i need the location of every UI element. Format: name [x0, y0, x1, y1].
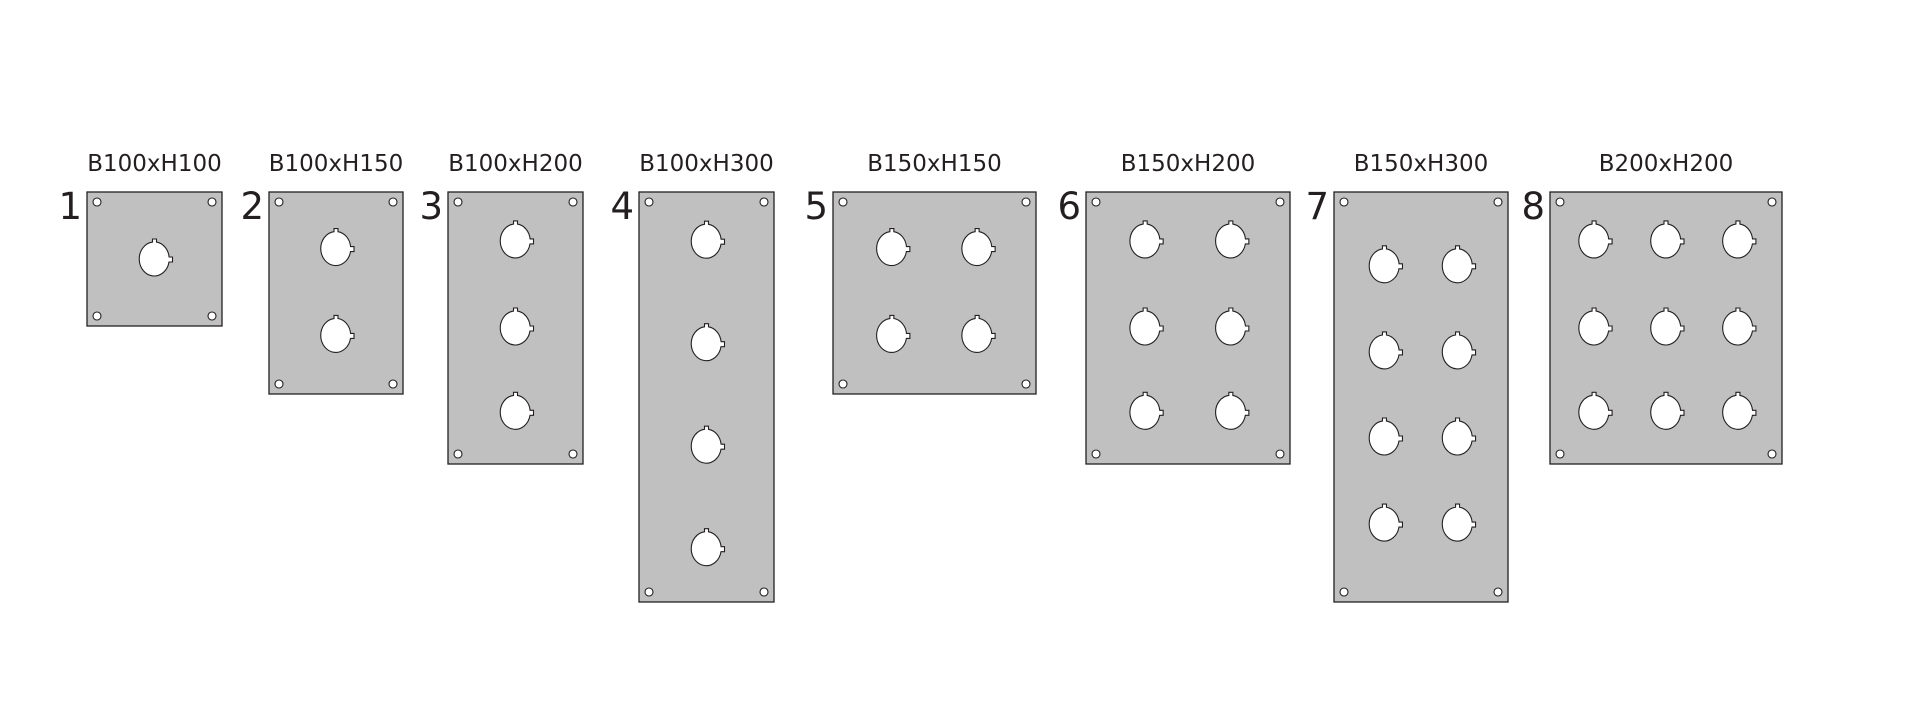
- button-cutout: [961, 228, 996, 267]
- mounting-hole: [759, 587, 769, 597]
- mounting-hole: [644, 197, 654, 207]
- button-cutout: [1129, 391, 1164, 430]
- button-cutout: [690, 425, 726, 464]
- button-cutout: [876, 228, 911, 267]
- panel-size-label: B100xH200: [448, 151, 583, 177]
- mounting-hole: [1091, 197, 1101, 207]
- mounting-hole: [1275, 197, 1285, 207]
- button-cutout: [1368, 503, 1404, 542]
- button-cutout: [499, 391, 535, 430]
- mounting-hole: [207, 197, 217, 207]
- button-cutout: [1215, 307, 1250, 346]
- button-cutout: [1441, 331, 1477, 370]
- mounting-hole: [453, 197, 463, 207]
- mounting-hole: [759, 197, 769, 207]
- panel-size-label: B100xH300: [639, 151, 774, 177]
- button-cutout: [320, 228, 355, 267]
- button-cutout: [690, 323, 726, 362]
- button-cutout: [1722, 307, 1757, 346]
- mounting-hole: [453, 449, 463, 459]
- panel-size-label: B200xH200: [1599, 151, 1734, 177]
- button-cutout: [876, 314, 911, 353]
- panel-number: 1: [58, 185, 82, 228]
- panel-7: B150xH300 7: [1305, 151, 1509, 603]
- mounting-hole: [568, 449, 578, 459]
- mounting-hole: [1091, 449, 1101, 459]
- panel-number: 7: [1305, 185, 1329, 228]
- mounting-hole: [1767, 197, 1777, 207]
- panel-number: 5: [804, 185, 828, 228]
- button-cutout: [1368, 331, 1404, 370]
- mounting-hole: [1555, 197, 1565, 207]
- mounting-hole: [92, 197, 102, 207]
- button-cutout: [690, 220, 726, 259]
- button-cutout: [1215, 391, 1250, 430]
- button-cutout: [1129, 220, 1164, 259]
- mounting-hole: [1339, 197, 1349, 207]
- button-cutout: [1368, 417, 1404, 456]
- mounting-hole: [1275, 449, 1285, 459]
- panel-size-label: B150xH150: [867, 151, 1002, 177]
- panel-size-label: B150xH300: [1354, 151, 1489, 177]
- panel-number: 8: [1521, 185, 1545, 228]
- button-cutout: [1368, 245, 1404, 284]
- button-cutout: [690, 528, 726, 567]
- panel-number: 4: [610, 185, 634, 228]
- button-cutout: [1722, 220, 1757, 259]
- button-cutout: [1722, 391, 1757, 430]
- mounting-hole: [1021, 379, 1031, 389]
- button-cutout: [499, 220, 535, 259]
- mounting-hole: [274, 197, 284, 207]
- mounting-hole: [1767, 449, 1777, 459]
- button-cutout: [1578, 307, 1613, 346]
- mounting-hole: [1493, 587, 1503, 597]
- panel-plate: [1085, 191, 1291, 465]
- button-cutout: [1578, 391, 1613, 430]
- button-cutout: [138, 238, 174, 277]
- mounting-hole: [388, 379, 398, 389]
- mounting-hole: [207, 311, 217, 321]
- button-cutout: [1441, 245, 1477, 284]
- panel-size-label: B150xH200: [1121, 151, 1256, 177]
- mounting-hole: [274, 379, 284, 389]
- panel-plate: [268, 191, 404, 395]
- mounting-hole: [838, 197, 848, 207]
- mounting-hole: [644, 587, 654, 597]
- button-cutout: [1650, 220, 1685, 259]
- button-cutout: [320, 314, 355, 353]
- button-cutout: [499, 307, 535, 346]
- mounting-hole: [1021, 197, 1031, 207]
- mounting-hole: [1339, 587, 1349, 597]
- panel-number: 6: [1057, 185, 1081, 228]
- mounting-hole: [838, 379, 848, 389]
- panel-plate: [832, 191, 1037, 395]
- mounting-hole: [1555, 449, 1565, 459]
- panel-size-label: B100xH100: [87, 151, 222, 177]
- panel-number: 2: [240, 185, 264, 228]
- panel-5: B150xH150 5: [804, 151, 1037, 395]
- panel-size-label: B100xH150: [269, 151, 404, 177]
- mounting-hole: [388, 197, 398, 207]
- panel-plate: [1333, 191, 1509, 603]
- panel-6: B150xH200 6: [1057, 151, 1291, 465]
- button-cutout: [1650, 391, 1685, 430]
- button-cutout: [1650, 307, 1685, 346]
- panel-8: B200xH200 8: [1521, 151, 1783, 465]
- mounting-hole: [568, 197, 578, 207]
- panel-number: 3: [419, 185, 443, 228]
- button-cutout: [961, 314, 996, 353]
- mounting-hole: [92, 311, 102, 321]
- button-cutout: [1441, 417, 1477, 456]
- button-cutout: [1578, 220, 1613, 259]
- button-cutout: [1215, 220, 1250, 259]
- button-cutout: [1441, 503, 1477, 542]
- mounting-hole: [1493, 197, 1503, 207]
- button-cutout: [1129, 307, 1164, 346]
